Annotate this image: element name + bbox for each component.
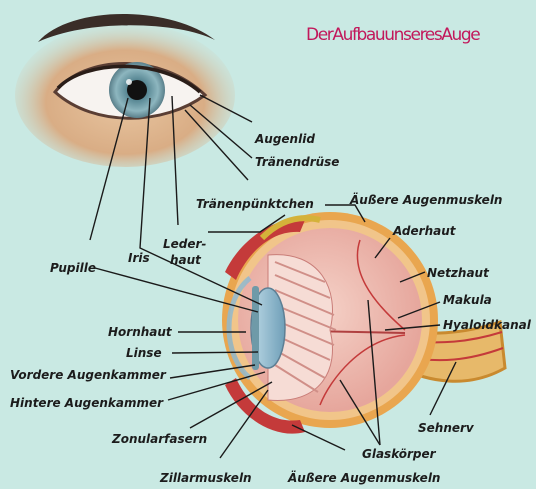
iris-strip — [252, 286, 259, 370]
label-linse: Linse — [126, 346, 162, 360]
label-zonularfasern: Zonularfasern — [111, 432, 207, 446]
label-glaskoerper: Glaskörper — [362, 447, 437, 461]
label-hornhaut: Hornhaut — [108, 325, 173, 339]
label-lederhaut-1: Leder- — [163, 237, 206, 251]
label-traenendruese: Tränendrüse — [255, 155, 339, 169]
label-hyaloidkanal: Hyaloidkanal — [443, 318, 532, 332]
label-netzhaut: Netzhaut — [427, 266, 490, 280]
label-makula: Makula — [443, 293, 492, 307]
label-traenenpuenktchen: Tränenpünktchen — [196, 197, 314, 211]
label-hintere-augenkammer: Hintere Augenkammer — [10, 396, 164, 410]
label-vordere-augenkammer: Vordere Augenkammer — [10, 368, 167, 382]
label-aeussere-augenmuskeln-bottom: Äußere Augenmuskeln — [287, 470, 440, 485]
diagram-title: DerAufbauunseresAuge — [306, 25, 480, 45]
eye-highlight — [126, 79, 132, 85]
label-augenlid: Augenlid — [254, 132, 315, 146]
label-iris: Iris — [128, 251, 150, 265]
label-sehnerv: Sehnerv — [418, 421, 475, 435]
label-zillarmuskeln: Zillarmuskeln — [159, 471, 252, 485]
label-aeussere-augenmuskeln-top: Äußere Augenmuskeln — [349, 192, 502, 207]
external-eye — [15, 14, 235, 167]
label-lederhaut-2: haut — [170, 253, 202, 267]
label-aderhaut: Aderhaut — [392, 224, 457, 238]
label-pupille: Pupille — [50, 261, 96, 275]
